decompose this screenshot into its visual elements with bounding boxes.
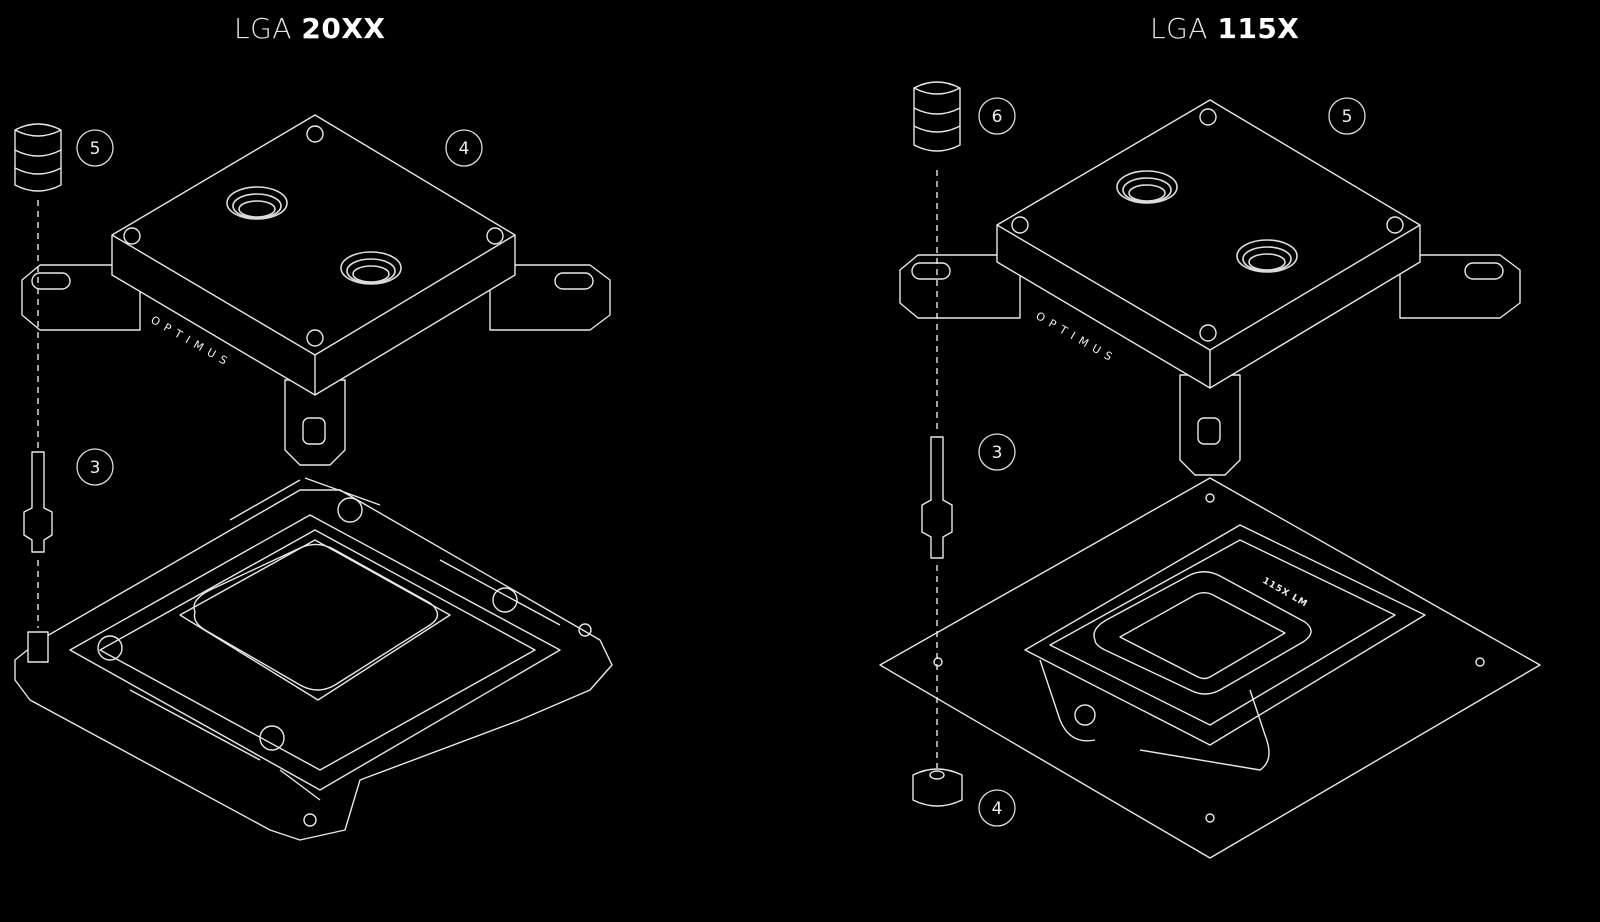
callout-number: 4 <box>992 799 1003 819</box>
threaded-port <box>1236 239 1298 273</box>
left-waterblock: OPTIMUS <box>21 114 611 466</box>
left-backplate-socket <box>14 477 613 841</box>
title-model: 115X <box>1217 12 1300 45</box>
title-lga-115x: LGA 115X <box>1150 12 1299 45</box>
threaded-port <box>226 186 288 220</box>
callout-number: 3 <box>992 443 1003 463</box>
callout-number: 4 <box>459 139 470 159</box>
right-motherboard-socket: 115X LM <box>879 477 1541 859</box>
right-hardware-stack: 6 5 3 4 <box>912 81 1366 827</box>
callout-5 <box>1328 97 1366 135</box>
callout-number: 5 <box>1342 107 1353 127</box>
title-prefix: LGA <box>234 12 292 45</box>
threaded-port <box>1116 170 1178 204</box>
right-waterblock: OPTIMUS <box>899 99 1521 476</box>
callout-number: 3 <box>90 458 101 478</box>
title-prefix: LGA <box>1150 12 1208 45</box>
callout-4 <box>978 789 1016 827</box>
callout-number: 5 <box>90 139 101 159</box>
title-lga-20xx: LGA 20XX <box>234 12 386 45</box>
callout-3 <box>978 433 1016 471</box>
title-model: 20XX <box>301 12 386 45</box>
left-hardware-stack: 5 4 3 <box>14 123 483 663</box>
threaded-port <box>340 251 402 285</box>
callout-6 <box>978 97 1016 135</box>
callout-4 <box>445 129 483 167</box>
callout-3 <box>76 448 114 486</box>
callout-number: 6 <box>992 107 1003 127</box>
callout-5 <box>76 129 114 167</box>
